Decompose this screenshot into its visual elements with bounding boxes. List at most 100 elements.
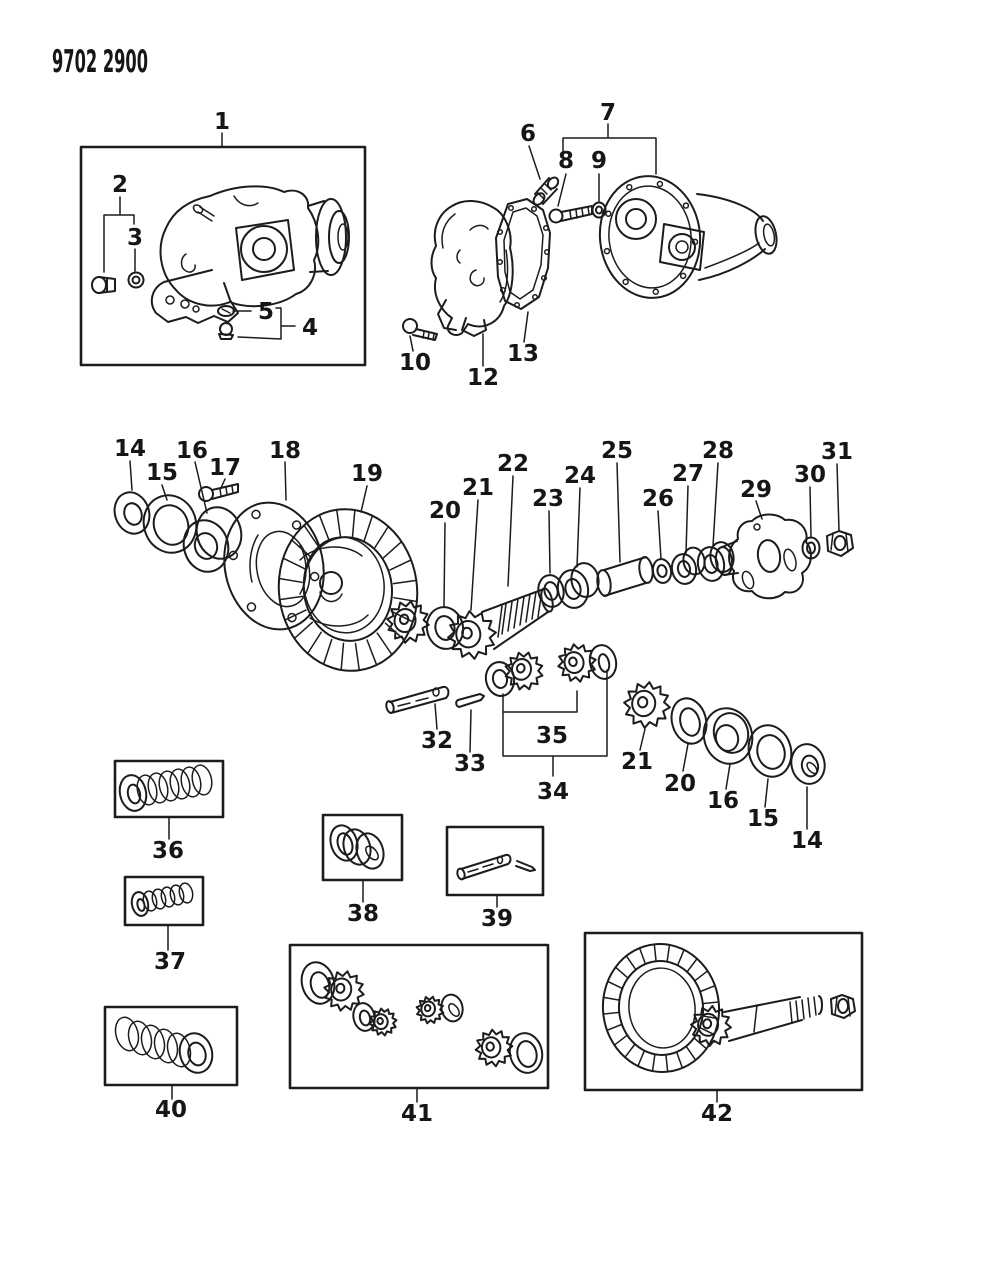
part-5-clip-drawing	[217, 305, 235, 317]
callout-3: 3	[127, 225, 143, 251]
part-15-spacer-ring-drawing	[142, 494, 198, 554]
callout-6: 6	[520, 121, 536, 147]
part-14b-oil-seal-drawing	[790, 743, 826, 785]
part-18-differential-case-drawing	[223, 501, 325, 631]
ring-gear-set-teeth	[602, 943, 720, 1073]
callout-15: 15	[146, 460, 178, 486]
callout-33: 33	[454, 751, 486, 777]
callout-1: 1	[214, 109, 230, 135]
callout-23: 23	[532, 486, 564, 512]
callout-35: 35	[536, 723, 568, 749]
callout-34: 34	[537, 779, 569, 805]
part-10-bolt-drawing	[402, 318, 438, 341]
part-4-breather-drawing	[218, 322, 234, 340]
callout-18: 18	[269, 438, 301, 464]
kit-box-40	[103, 1005, 239, 1087]
part-35-pinion-gear-left-drawing	[500, 647, 548, 695]
part-9-washer-drawing	[591, 201, 607, 219]
part-21b-side-gear-drawing	[620, 678, 674, 732]
callout-2: 2	[112, 172, 128, 198]
gasket-bolt-holes	[496, 204, 551, 309]
callout-8: 8	[558, 148, 574, 174]
callout-5: 5	[258, 299, 274, 325]
part-39-pin-kit-drawing	[456, 853, 536, 881]
part-7-extension-housing-drawing	[598, 175, 778, 299]
callout-36: 36	[152, 838, 184, 864]
part-15b-spacer-ring-drawing	[747, 724, 793, 778]
callout-14b: 14	[791, 828, 823, 854]
callout-24: 24	[564, 463, 596, 489]
callout-21: 21	[462, 475, 494, 501]
callout-39: 39	[481, 906, 513, 932]
part-37-spring-drawing	[130, 882, 194, 917]
callout-27: 27	[672, 461, 704, 487]
part-20-thrust-washer-drawing	[425, 606, 465, 650]
part-16-side-bearing-drawing	[182, 506, 243, 573]
callout-42: 42	[701, 1101, 733, 1127]
part-17-bolt-drawing	[198, 483, 239, 502]
callout-20b: 20	[664, 771, 696, 797]
part-31-pinion-nut-drawing	[826, 530, 854, 557]
callout-16b: 16	[707, 788, 739, 814]
callout-15b: 15	[747, 806, 779, 832]
part-20b-thrust-washer-drawing	[670, 697, 708, 745]
part-16b-side-bearing-drawing	[702, 707, 754, 765]
callout-20: 20	[429, 498, 461, 524]
part-2-filler-plug-drawing	[91, 276, 116, 294]
part-40-spring-drawing	[114, 1016, 214, 1074]
ring-gear-teeth	[278, 509, 418, 671]
callout-30: 30	[794, 462, 826, 488]
part-6-breather-plug-drawing	[532, 176, 560, 206]
callout-10: 10	[399, 350, 431, 376]
part-42-ring-gear-pinion-set-drawing	[601, 943, 856, 1073]
part-3-gasket-washer-drawing	[127, 271, 145, 289]
callout-7: 7	[600, 100, 616, 126]
part-35-thrust-washer-right-drawing	[588, 644, 618, 680]
kit-box-36	[113, 759, 225, 819]
callout-9: 9	[591, 148, 607, 174]
part-28-bearing-drawing	[696, 541, 735, 582]
part-number: 9702 2900	[52, 44, 148, 80]
part-41-gear-kit-drawing	[300, 961, 544, 1074]
part-35-pinion-gear-right-drawing	[554, 640, 600, 686]
kit-box-42	[583, 931, 864, 1092]
part-26-washer-drawing	[651, 558, 673, 584]
part-8-bolt-drawing	[548, 205, 593, 224]
callout-12: 12	[467, 365, 499, 391]
part-13-cover-gasket-drawing	[495, 198, 551, 310]
part-33-lock-pin-drawing	[455, 693, 485, 708]
part-12-differential-cover-drawing	[430, 200, 514, 337]
callout-17: 17	[209, 455, 241, 481]
callout-16: 16	[176, 438, 208, 464]
callout-4: 4	[302, 315, 318, 341]
callout-25: 25	[601, 438, 633, 464]
callout-22: 22	[497, 451, 529, 477]
part-38-cone-washer-set-drawing	[329, 824, 385, 870]
kit-box-1	[79, 145, 367, 367]
part-22-drive-pinion-shaft-drawing	[481, 587, 554, 650]
callout-41: 41	[401, 1101, 433, 1127]
part-1-differential-carrier-drawing	[150, 185, 350, 324]
leader-lines	[103, 123, 840, 1103]
part-25-collapsible-spacer-drawing	[596, 556, 654, 597]
kit-box-39	[445, 825, 545, 897]
kit-box-37	[123, 875, 205, 927]
housing-bolt-holes	[603, 180, 699, 295]
part-19-ring-gear-drawing	[277, 508, 419, 672]
callout-31: 31	[821, 439, 853, 465]
callout-37: 37	[154, 949, 186, 975]
part-14-oil-seal-drawing	[113, 491, 151, 535]
callout-32: 32	[421, 728, 453, 754]
kit-box-38	[321, 813, 404, 882]
callout-26: 26	[642, 486, 674, 512]
callout-29: 29	[740, 477, 772, 503]
callout-labels: 1 2 3 5 4 6 7 8 9 10 12 13 14 15 16 17 1…	[112, 100, 853, 1127]
part-36-spring-drawing	[118, 764, 213, 812]
callout-13: 13	[507, 341, 539, 367]
callout-21b: 21	[621, 749, 653, 775]
kit-box-41	[288, 943, 550, 1090]
callout-14: 14	[114, 436, 146, 462]
callout-28: 28	[702, 438, 734, 464]
